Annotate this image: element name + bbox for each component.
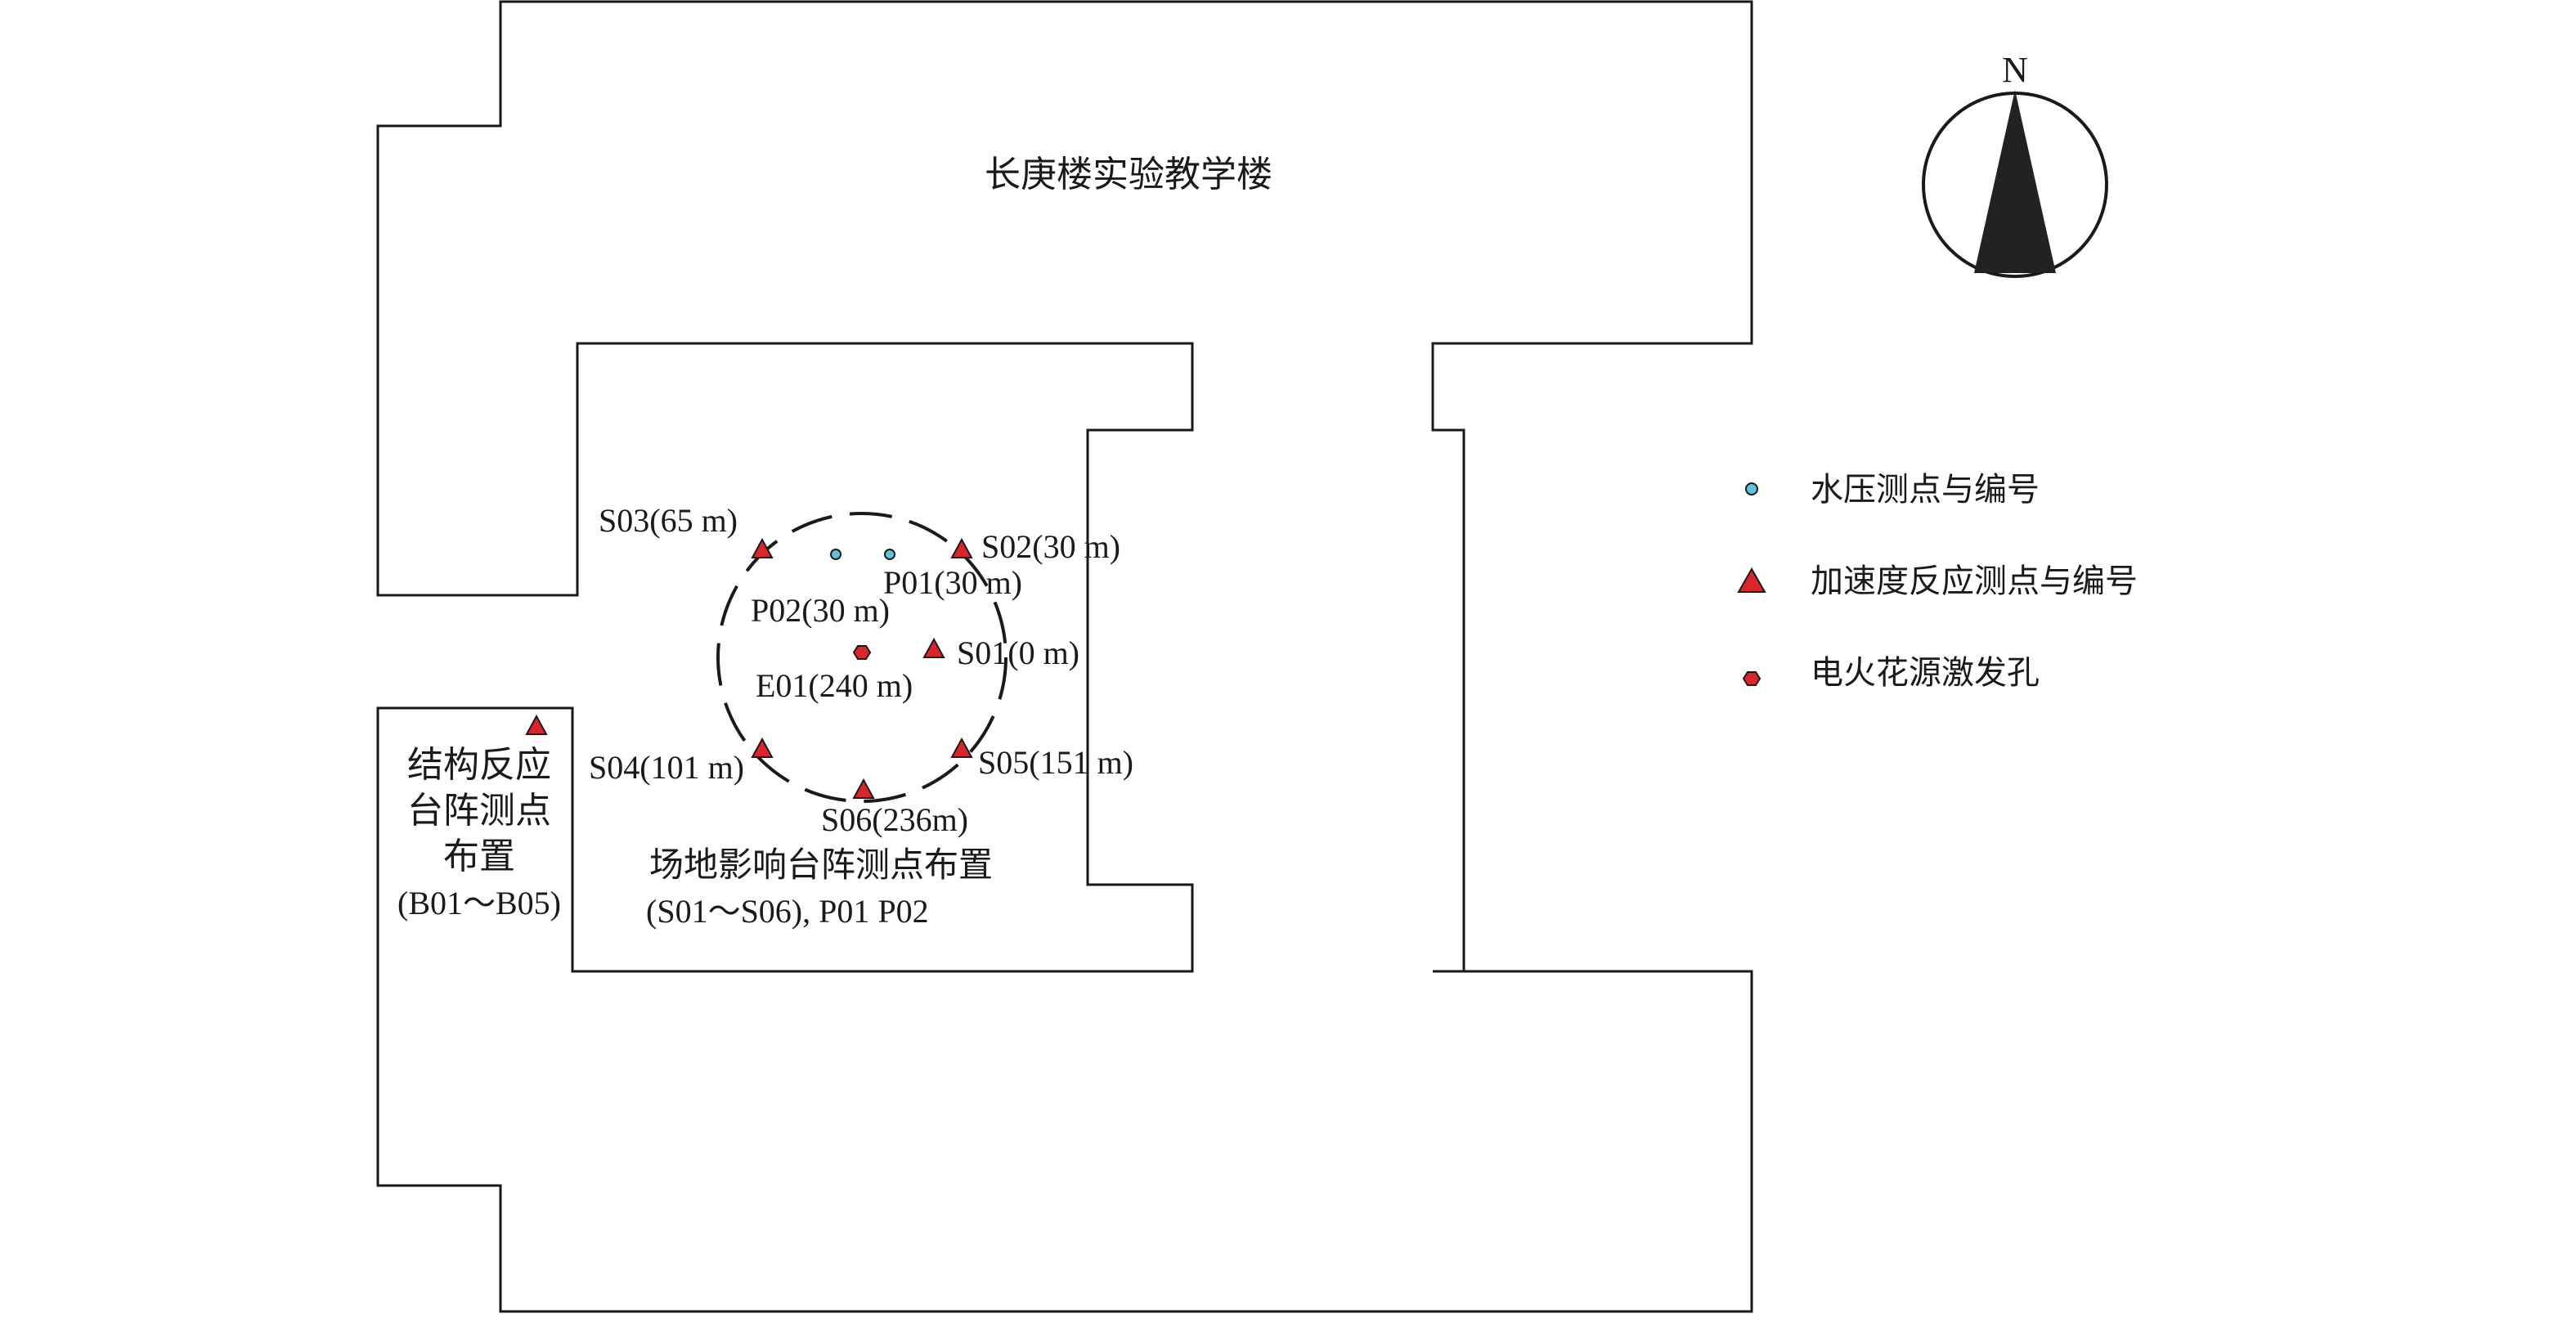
s01-triangle-icon — [922, 637, 945, 658]
p01-water-dot-icon — [884, 549, 895, 560]
array-boundary-circle — [716, 512, 1008, 803]
p02-label: P02(30 m) — [751, 592, 890, 629]
compass-north-label: N — [2002, 50, 2028, 90]
e01-spark-icon — [852, 645, 872, 660]
legend-water-dot-icon — [1745, 482, 1758, 495]
legend-triangle-icon — [1737, 567, 1766, 593]
s02-label: S02(30 m) — [981, 528, 1120, 565]
legend: 水压测点与编号 加速度反应测点与编号 电火花源激发孔 — [1737, 471, 2138, 692]
structure-array-label: 结构反应 台阵测点 布置 (B01～B05) — [397, 744, 561, 921]
e01-label: E01(240 m) — [756, 667, 913, 704]
site-array-line1: 场地影响台阵测点布置 — [649, 845, 993, 885]
legend-spark-icon — [1742, 671, 1761, 686]
s04-triangle-icon — [751, 737, 774, 758]
s03-triangle-icon — [751, 537, 774, 558]
structure-array-line4: (B01～B05) — [397, 885, 561, 921]
site-array-line2: (S01～S06), P01 P02 — [646, 893, 929, 930]
s04-label: S04(101 m) — [589, 749, 744, 786]
site-array-label: 场地影响台阵测点布置 (S01～S06), P01 P02 — [646, 845, 993, 930]
s01-label: S01(0 m) — [957, 634, 1079, 671]
legend-acceleration-label: 加速度反应测点与编号 — [1811, 563, 2138, 600]
s02-triangle-icon — [950, 537, 973, 558]
building-outline — [376, 0, 1753, 1313]
p02-water-dot-icon — [830, 549, 841, 560]
s06-triangle-icon — [852, 778, 875, 799]
acceleration-points — [525, 537, 973, 799]
building-title: 长庚楼实验教学楼 — [985, 154, 1272, 195]
compass: N — [1922, 50, 2108, 278]
b-array-triangle-icon — [525, 714, 548, 735]
s03-label: S03(65 m) — [599, 502, 738, 539]
structure-array-line1: 结构反应 — [407, 744, 551, 786]
legend-water-pressure-label: 水压测点与编号 — [1811, 471, 2040, 509]
structure-array-line3: 布置 — [443, 836, 515, 877]
p01-label: P01(30 m) — [883, 564, 1022, 601]
s06-label: S06(236m) — [821, 801, 968, 838]
point-labels: S03(65 m) S02(30 m) P01(30 m) P02(30 m) … — [589, 502, 1133, 838]
s05-label: S05(151 m) — [978, 744, 1133, 781]
compass-needle-icon — [1974, 90, 2056, 273]
legend-spark-source-label: 电火花源激发孔 — [1811, 654, 2040, 692]
structure-array-line2: 台阵测点 — [407, 790, 551, 832]
s05-triangle-icon — [950, 737, 973, 758]
